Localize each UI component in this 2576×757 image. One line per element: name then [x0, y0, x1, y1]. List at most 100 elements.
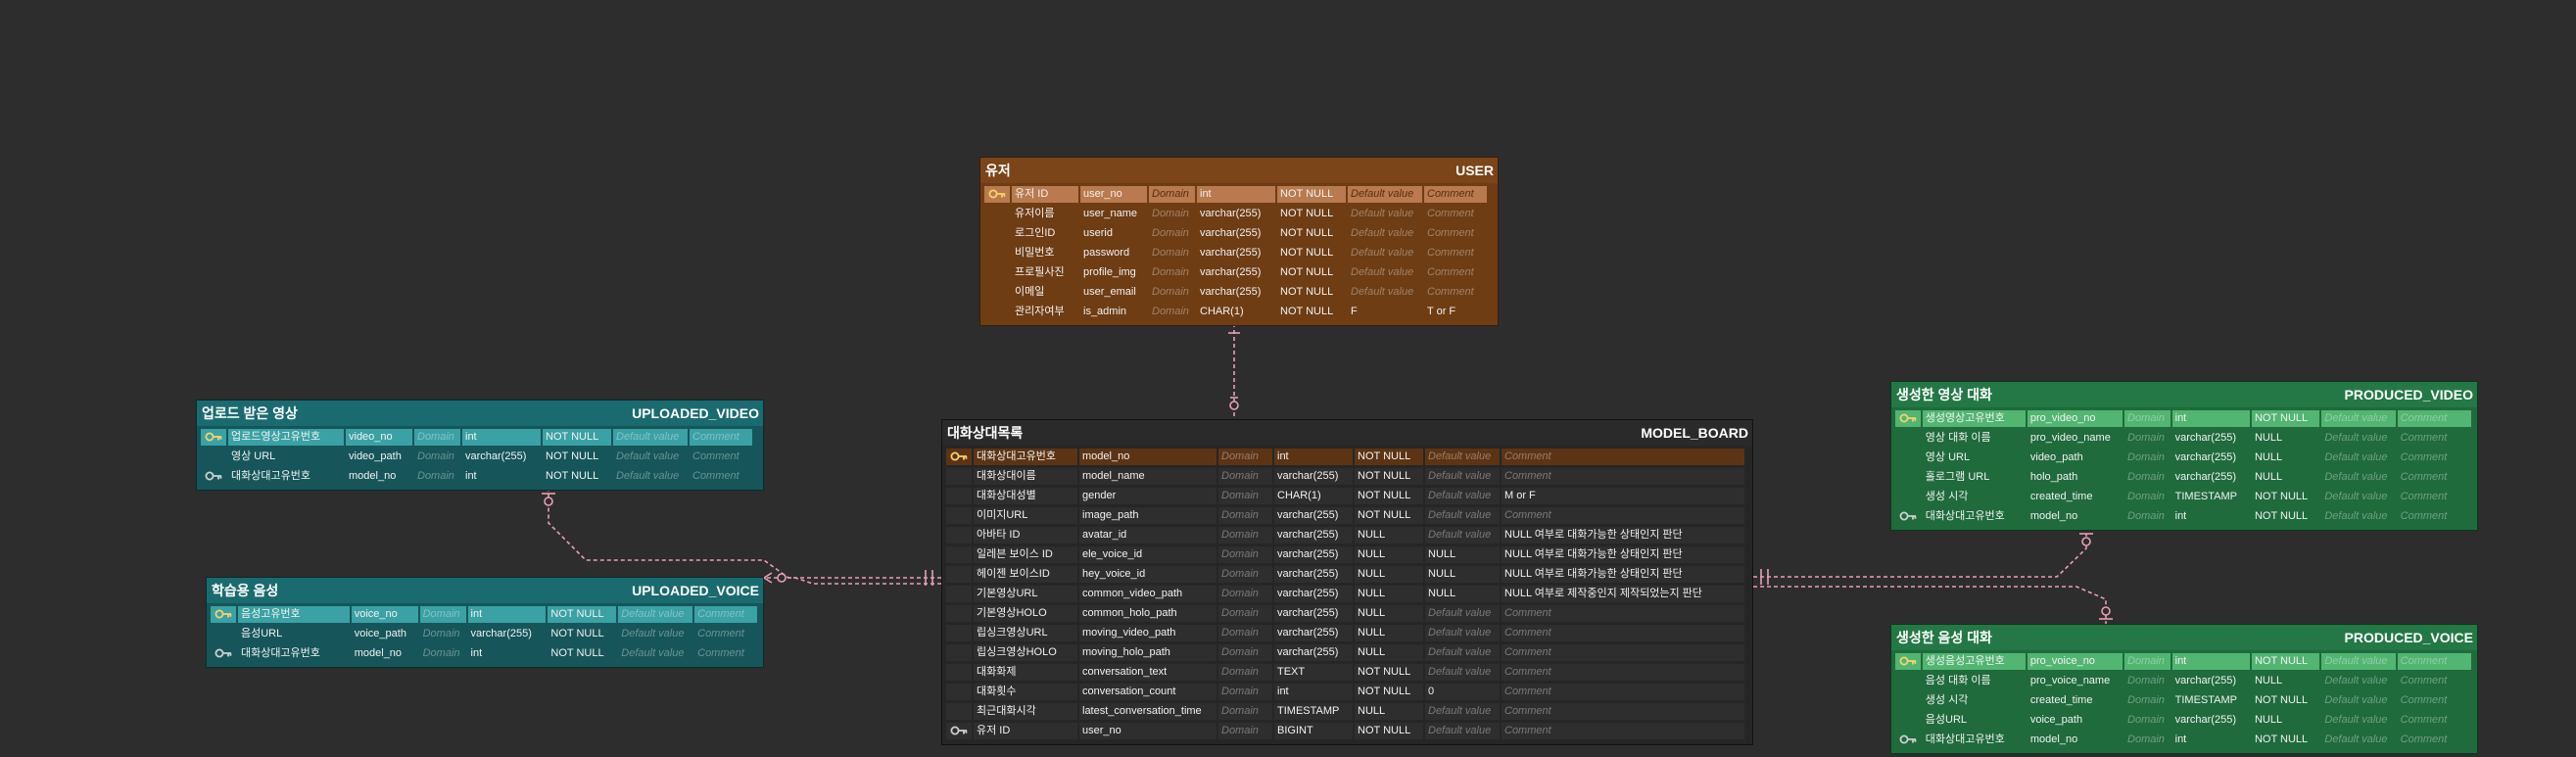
domain-cell: Domain	[422, 646, 460, 659]
table-header[interactable]: 생성한 음성 대화 PRODUCED_VOICE	[1891, 625, 2477, 650]
physical-name-cell: video_path	[2029, 450, 2083, 463]
comment-cell: Comment	[1424, 185, 1487, 203]
nullable-cell: NULL	[1355, 643, 1423, 661]
logical-name-cell: 대화상대고유번호	[1925, 733, 2005, 745]
key-cell	[201, 449, 226, 465]
default-value-cell: Default value	[1351, 207, 1414, 219]
nullable-cell: NOT NULL	[1355, 506, 1423, 524]
default-value-cell: Default value	[2324, 509, 2388, 522]
table-header[interactable]: 생성한 영상 대화 PRODUCED_VIDEO	[1891, 382, 2477, 407]
default-value-cell: Default value	[2324, 470, 2388, 483]
data-type-cell: int	[465, 469, 477, 482]
foreign-key-icon	[946, 722, 972, 739]
key-cell	[984, 225, 1010, 242]
default-value-cell: Default value	[2324, 431, 2388, 444]
data-type-cell: varchar(255)	[2174, 431, 2236, 444]
table-physical-name: PRODUCED_VOICE	[2344, 630, 2473, 645]
domain-cell: Domain	[2124, 652, 2171, 670]
data-type-cell: varchar(255)	[2174, 470, 2236, 483]
table-physical-name: USER	[1455, 163, 1494, 178]
key-cell	[211, 626, 236, 642]
nullable-cell: NULL	[2254, 431, 2283, 444]
physical-name-cell: user_no	[1080, 185, 1147, 203]
comment-cell: Comment	[2400, 713, 2448, 726]
table-header[interactable]: 학습용 음성 UPLOADED_VOICE	[207, 578, 763, 603]
table-header[interactable]: 대화상대목록 MODEL_BOARD	[942, 420, 1752, 446]
logical-name-cell: 이미지URL	[974, 506, 1077, 524]
nullable-cell: NULL	[1355, 565, 1423, 583]
nullable-cell: NULL	[1355, 702, 1423, 720]
default-value-cell: Default value	[1425, 643, 1500, 661]
comment-cell: NULL 여부로 대화가능한 상태인지 판단	[1502, 565, 1744, 583]
logical-name-cell: 영상 대화 이름	[1925, 431, 1991, 444]
cardinality-many-mark	[762, 572, 773, 584]
key-cell	[1895, 449, 1921, 466]
comment-cell: Comment	[1502, 604, 1744, 622]
key-cell	[946, 565, 972, 583]
table-header[interactable]: 유저 USER	[980, 158, 1498, 183]
default-value-cell: Default value	[1351, 226, 1414, 239]
default-value-cell: Default value	[1425, 604, 1500, 622]
domain-cell: Domain	[2127, 431, 2165, 444]
cardinality-zero-mark	[2101, 606, 2111, 616]
key-cell	[946, 467, 972, 485]
relation-model-board-uploaded-video	[548, 490, 941, 579]
nullable-cell: NOT NULL	[2254, 490, 2309, 502]
comment-cell: Comment	[2397, 652, 2472, 670]
nullable-cell: NOT NULL	[543, 428, 611, 446]
table-physical-name: UPLOADED_VOICE	[632, 583, 759, 598]
default-value-cell: Default value	[2324, 693, 2388, 706]
key-cell	[946, 545, 972, 563]
key-cell	[1895, 469, 1921, 486]
data-type-cell: varchar(255)	[1200, 246, 1262, 259]
table-header[interactable]: 업로드 받은 영상 UPLOADED_VIDEO	[197, 401, 763, 426]
